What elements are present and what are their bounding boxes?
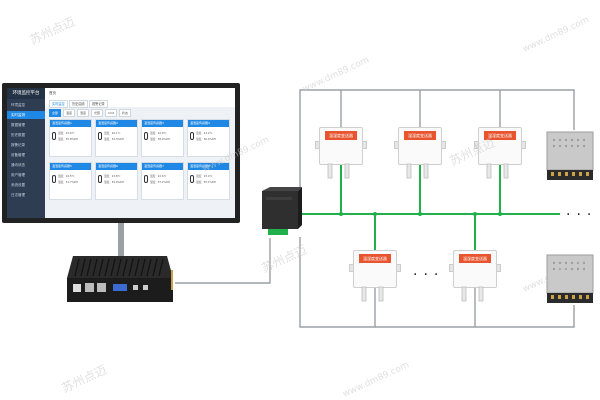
tab-alarm[interactable]: 报警记录 bbox=[89, 100, 108, 108]
sensor-card-title: 温湿度传感器3 bbox=[142, 120, 183, 127]
sidebar-nav-item[interactable]: 历史数据 bbox=[11, 133, 25, 137]
sensor-transmitter: 温湿度变送器 bbox=[474, 127, 526, 187]
power-supply bbox=[546, 254, 594, 303]
tab-history[interactable]: 历史曲线 bbox=[69, 100, 88, 108]
sensor-transmitter: 温湿度变送器 bbox=[394, 127, 446, 187]
sensor-card-title: 温湿度传感器1 bbox=[50, 120, 91, 127]
sensor-label: 温湿度变送器 bbox=[459, 254, 491, 263]
sensor-transmitter: 温湿度变送器 bbox=[315, 127, 367, 187]
home-link[interactable]: 首页 bbox=[49, 91, 56, 95]
thermometer-icon bbox=[144, 132, 148, 140]
sidebar-nav-item[interactable]: 用户管理 bbox=[11, 173, 25, 177]
thermometer-icon bbox=[190, 132, 194, 140]
sensor-reading: 湿度：55.1%RH bbox=[196, 181, 216, 184]
filter-button[interactable]: 光照 bbox=[91, 109, 104, 117]
tab-realtime[interactable]: 实时监控 bbox=[49, 100, 68, 108]
sensor-card[interactable]: 温湿度传感器5 温度：24.5℃ 湿度：51.7%RH bbox=[49, 162, 92, 200]
sensor-card[interactable]: 温湿度传感器4 温度：23.2℃ 湿度：56.4%RH bbox=[187, 119, 230, 157]
sensor-card[interactable]: 温湿度传感器7 温度：22.6℃ 湿度：57.2%RH bbox=[141, 162, 184, 200]
sensor-reading: 湿度：52.3%RH bbox=[104, 138, 124, 141]
sensor-reading: 湿度：58.0%RH bbox=[150, 138, 170, 141]
filter-button[interactable]: 温度 bbox=[63, 109, 76, 117]
sensor-card-title: 温湿度传感器5 bbox=[50, 163, 91, 170]
sensor-card[interactable]: 温湿度传感器3 温度：22.9℃ 湿度：58.0%RH bbox=[141, 119, 184, 157]
sensor-reading: 温度：23.6℃ bbox=[58, 132, 75, 135]
monitor: 环境监控平台 环境监控实时监测数据管理历史数据报警记录设备管理通讯状态用户管理系… bbox=[2, 83, 240, 223]
sensor-label: 温湿度变送器 bbox=[484, 131, 516, 140]
ethernet-cable bbox=[175, 238, 271, 284]
sensor-transmitter: 温湿度变送器 bbox=[449, 250, 501, 310]
sensor-reading: 温度：24.1℃ bbox=[104, 132, 121, 135]
sidebar-nav-item[interactable]: 实时监测 bbox=[7, 111, 45, 119]
sidebar-nav-item[interactable]: 通讯状态 bbox=[11, 163, 25, 167]
sidebar-nav-item[interactable]: 日志管理 bbox=[11, 193, 25, 197]
sensor-reading: 湿度：57.2%RH bbox=[150, 181, 170, 184]
tab-bar: 实时监控 历史曲线 报警记录 bbox=[45, 99, 235, 108]
thermometer-icon bbox=[52, 175, 56, 183]
sensor-card[interactable]: 温湿度传感器6 温度：23.8℃ 湿度：54.9%RH bbox=[95, 162, 138, 200]
sidebar: 环境监控平台 环境监控实时监测数据管理历史数据报警记录设备管理通讯状态用户管理系… bbox=[7, 88, 45, 218]
sidebar-nav-item[interactable]: 数据管理 bbox=[11, 123, 25, 127]
sensor-reading: 温度：23.8℃ bbox=[104, 175, 121, 178]
sidebar-nav-item[interactable]: 系统设置 bbox=[11, 183, 25, 187]
thermometer-icon bbox=[144, 175, 148, 183]
thermometer-icon bbox=[98, 175, 102, 183]
power-bus-top bbox=[299, 89, 575, 195]
sensor-reading: 湿度：54.9%RH bbox=[104, 181, 124, 184]
sensor-card[interactable]: 温湿度传感器1 温度：23.6℃ 湿度：55.8%RH bbox=[49, 119, 92, 157]
filter-button[interactable]: 全部 bbox=[49, 109, 62, 117]
sensor-card-title: 温湿度传感器6 bbox=[96, 163, 137, 170]
filter-button[interactable]: 湿度 bbox=[77, 109, 90, 117]
sensor-reading: 温度：22.6℃ bbox=[150, 175, 167, 178]
sensor-card-title: 温湿度传感器8 bbox=[188, 163, 229, 170]
sensor-reading: 湿度：56.4%RH bbox=[196, 138, 216, 141]
power-bus-bottom bbox=[299, 237, 575, 328]
monitoring-platform-screen: 环境监控平台 环境监控实时监测数据管理历史数据报警记录设备管理通讯状态用户管理系… bbox=[7, 88, 235, 218]
monitor-stand bbox=[118, 223, 124, 258]
sensor-card[interactable]: 温湿度传感器8 温度：23.4℃ 湿度：55.1%RH bbox=[187, 162, 230, 200]
thermometer-icon bbox=[190, 175, 194, 183]
sensor-reading: 湿度：51.7%RH bbox=[58, 181, 78, 184]
sidebar-nav-item[interactable]: 设备管理 bbox=[11, 153, 25, 157]
sensor-card-title: 温湿度传感器4 bbox=[188, 120, 229, 127]
rs485-ethernet-gateway bbox=[262, 187, 302, 235]
sensor-label: 温湿度变送器 bbox=[359, 254, 391, 263]
sidebar-nav-item[interactable]: 报警记录 bbox=[11, 143, 25, 147]
platform-title: 环境监控平台 bbox=[7, 88, 45, 99]
sensor-card-title: 温湿度传感器7 bbox=[142, 163, 183, 170]
sensor-reading: 温度：22.9℃ bbox=[150, 132, 167, 135]
continuation-dots: ... bbox=[413, 263, 445, 279]
sensor-label: 温湿度变送器 bbox=[325, 131, 357, 140]
thermometer-icon bbox=[98, 132, 102, 140]
sensor-reading: 温度：23.4℃ bbox=[196, 175, 213, 178]
sensor-transmitter: 温湿度变送器 bbox=[349, 250, 401, 310]
sensor-reading: 温度：23.2℃ bbox=[196, 132, 213, 135]
sensor-reading: 温度：24.5℃ bbox=[58, 175, 75, 178]
industrial-mini-pc bbox=[67, 256, 173, 302]
thermometer-icon bbox=[52, 132, 56, 140]
sidebar-nav-item[interactable]: 环境监控 bbox=[11, 103, 25, 107]
sensor-label: 温湿度变送器 bbox=[404, 131, 436, 140]
filter-button[interactable]: CO2 bbox=[105, 109, 118, 117]
sensor-card[interactable]: 温湿度传感器2 温度：24.1℃ 湿度：52.3%RH bbox=[95, 119, 138, 157]
sensor-card-title: 温湿度传感器2 bbox=[96, 120, 137, 127]
sensor-reading: 湿度：55.8%RH bbox=[58, 138, 78, 141]
continuation-dots: ... bbox=[566, 203, 598, 219]
power-supply bbox=[546, 131, 594, 180]
filter-button[interactable]: 状态 bbox=[119, 109, 132, 117]
